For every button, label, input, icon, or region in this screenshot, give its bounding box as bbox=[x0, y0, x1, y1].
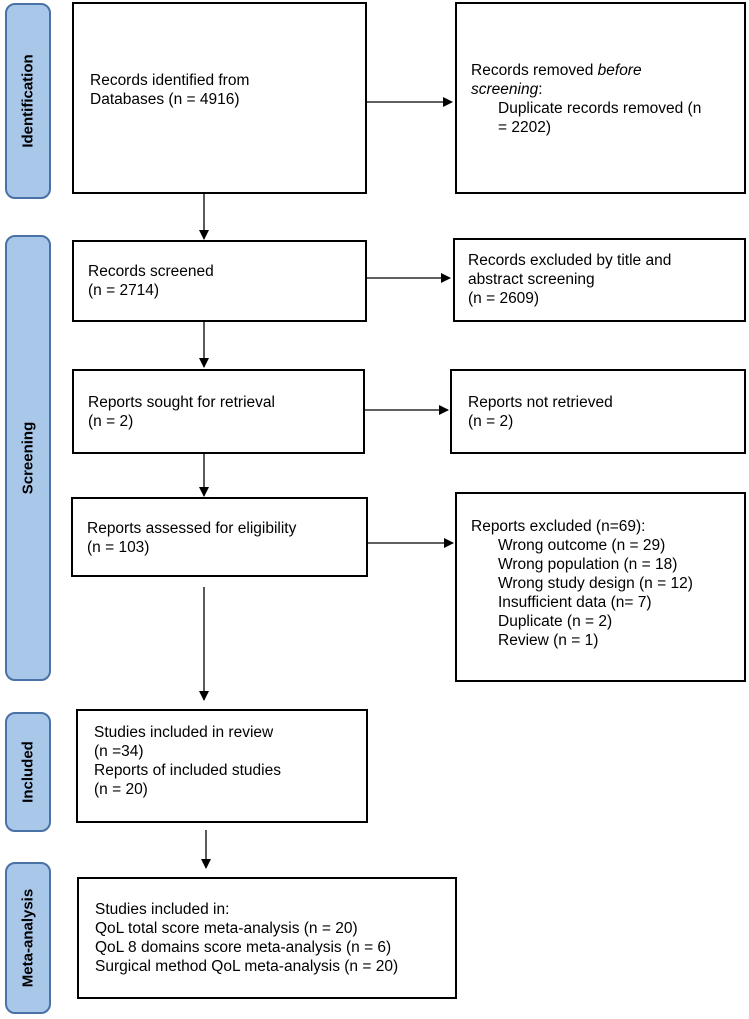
records-screened-box: Records screened (n = 2714) bbox=[72, 240, 367, 322]
records-identified-line2: Databases (n = 4916) bbox=[90, 91, 240, 108]
meta-line1: Studies included in: bbox=[95, 901, 230, 918]
studies-included-line1: Studies included in review bbox=[94, 724, 274, 741]
excluded-reason: Duplicate (n = 2) bbox=[498, 613, 613, 630]
studies-included-line2: (n =34) bbox=[94, 743, 144, 760]
phase-meta-analysis: Meta-analysis bbox=[5, 862, 51, 1014]
records-excluded-line1: Records excluded by title and bbox=[468, 252, 672, 269]
records-removed-line2: screening: bbox=[471, 81, 543, 98]
reports-excluded-title: Reports excluded (n=69): bbox=[471, 518, 646, 535]
reports-not-retrieved-box: Reports not retrieved (n = 2) bbox=[450, 369, 746, 454]
excluded-reason: Review (n = 1) bbox=[498, 632, 599, 649]
reports-assessed-line2: (n = 103) bbox=[87, 539, 150, 556]
excluded-reason: Wrong study design (n = 12) bbox=[498, 575, 693, 592]
reports-assessed-line1: Reports assessed for eligibility bbox=[87, 520, 297, 537]
reports-not-retrieved-line2: (n = 2) bbox=[468, 413, 514, 430]
records-screened-line2: (n = 2714) bbox=[88, 282, 160, 299]
reports-assessed-box: Reports assessed for eligibility (n = 10… bbox=[71, 497, 368, 577]
records-removed-line1: Records removed before bbox=[471, 62, 642, 79]
records-removed-line4: = 2202) bbox=[498, 119, 552, 136]
records-identified-line1: Records identified from bbox=[90, 72, 250, 89]
excluded-reason: Insufficient data (n= 7) bbox=[498, 594, 652, 611]
meta-line4: Surgical method QoL meta-analysis (n = 2… bbox=[95, 958, 399, 975]
phase-identification: Identification bbox=[5, 3, 51, 199]
records-removed-box: Records removed before screening: Duplic… bbox=[455, 2, 746, 194]
meta-line3: QoL 8 domains score meta-analysis (n = 6… bbox=[95, 939, 392, 956]
records-removed-line3: Duplicate records removed (n bbox=[498, 100, 702, 117]
studies-included-box: Studies included in review (n =34) Repor… bbox=[76, 709, 368, 823]
records-excluded-line2: abstract screening bbox=[468, 271, 595, 288]
excluded-reason: Wrong outcome (n = 29) bbox=[498, 537, 666, 554]
records-excluded-line3: (n = 2609) bbox=[468, 290, 540, 307]
reports-sought-box: Reports sought for retrieval (n = 2) bbox=[72, 369, 365, 454]
meta-line2: QoL total score meta-analysis (n = 20) bbox=[95, 920, 358, 937]
meta-analysis-box: Studies included in: QoL total score met… bbox=[77, 877, 457, 999]
studies-included-line3: Reports of included studies bbox=[94, 762, 281, 779]
records-excluded-title-box: Records excluded by title and abstract s… bbox=[453, 238, 746, 322]
reports-excluded-box: Reports excluded (n=69): Wrong outcome (… bbox=[455, 492, 746, 682]
records-screened-line1: Records screened bbox=[88, 263, 214, 280]
reports-not-retrieved-line1: Reports not retrieved bbox=[468, 394, 613, 411]
phase-screening: Screening bbox=[5, 235, 51, 681]
reports-sought-line1: Reports sought for retrieval bbox=[88, 394, 275, 411]
reports-sought-line2: (n = 2) bbox=[88, 413, 134, 430]
studies-included-line4: (n = 20) bbox=[94, 781, 148, 798]
records-identified-box: Records identified from Databases (n = 4… bbox=[72, 2, 367, 194]
excluded-reason: Wrong population (n = 18) bbox=[498, 556, 678, 573]
phase-included: Included bbox=[5, 712, 51, 832]
